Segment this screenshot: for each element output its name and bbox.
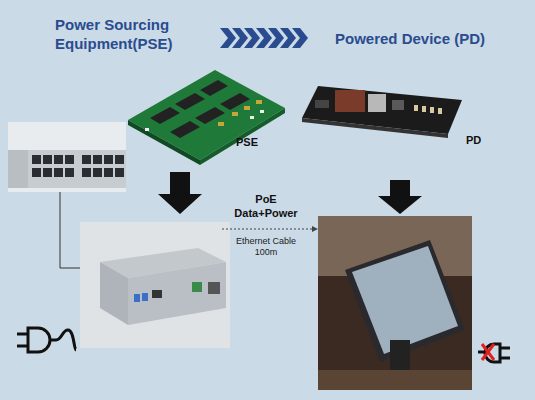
cross-mark <box>482 344 494 360</box>
arrow-head <box>312 226 318 232</box>
cable-note: Ethernet Cable 100m <box>226 236 306 259</box>
connection-line <box>60 192 80 268</box>
part-name: PD <box>466 134 506 148</box>
plug-icon <box>478 344 510 362</box>
pd-module <box>302 86 462 138</box>
down-arrow <box>158 172 202 214</box>
down-arrow <box>378 180 422 214</box>
part-name: PSE <box>236 136 276 150</box>
section-heading: Powered Device (PD) <box>335 30 525 49</box>
link-label: PoE Data+Power <box>226 193 306 221</box>
pse-circuit-board <box>128 70 285 165</box>
mini-pc <box>80 222 230 348</box>
plug-icon <box>17 328 76 352</box>
network-switch <box>8 122 126 192</box>
pos-tablet <box>318 216 472 390</box>
poe-cable-arrow <box>222 229 312 230</box>
chevron-arrows <box>220 28 308 48</box>
section-heading: Power Sourcing Equipment(PSE) <box>55 16 195 54</box>
